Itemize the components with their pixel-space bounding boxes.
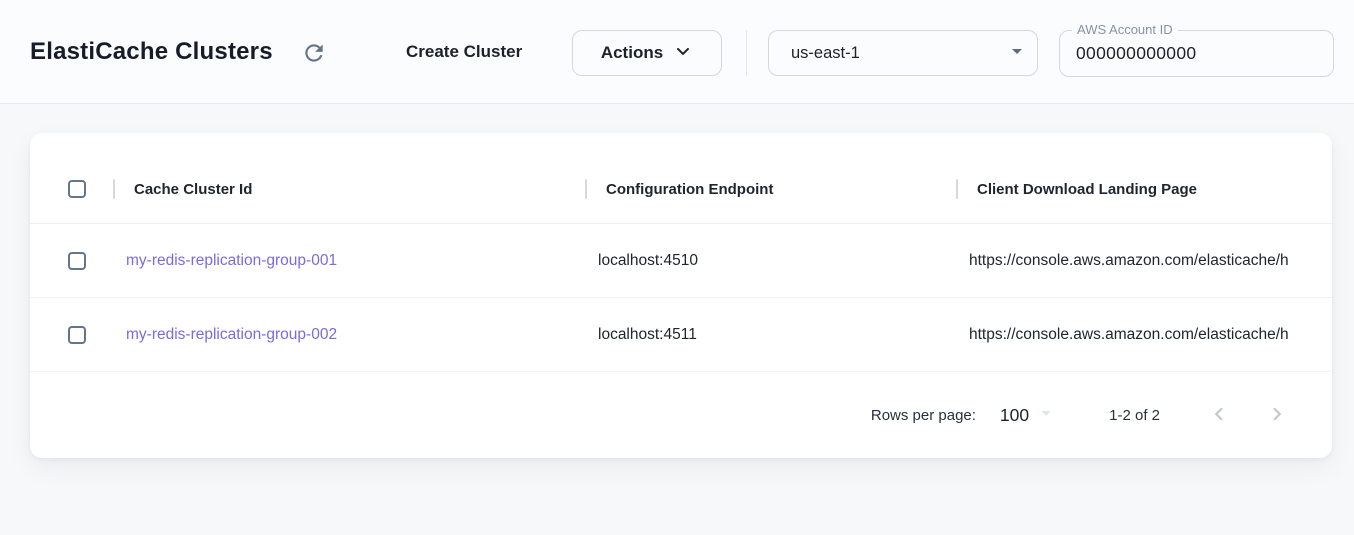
dropdown-arrow-icon [1029,402,1057,429]
rows-per-page-value: 100 [999,404,1030,425]
column-header-label: Cache Cluster Id [134,180,253,198]
chevron-left-icon [1206,401,1232,430]
column-separator [113,179,115,199]
rows-per-page-label: Rows per page: [870,406,976,424]
pagination-range: 1-2 of 2 [1109,406,1160,424]
create-cluster-button[interactable]: Create Cluster [406,0,522,104]
column-header-client-download-landing-page[interactable]: Client Download Landing Page [956,155,1332,223]
select-all-checkbox[interactable] [68,180,86,198]
cell-client-download-landing-page: https://console.aws.amazon.com/elasticac… [969,325,1289,343]
dropdown-arrow-icon [1005,39,1037,68]
cell-client-download-landing-page: https://console.aws.amazon.com/elasticac… [969,251,1289,269]
cell-configuration-endpoint: localhost:4510 [598,251,698,269]
refresh-button[interactable] [298,38,330,70]
column-header-label: Client Download Landing Page [977,180,1198,198]
row-checkbox[interactable] [68,325,86,344]
cluster-link[interactable]: my-redis-replication-group-002 [126,325,338,343]
actions-button[interactable]: Actions [572,30,722,76]
actions-button-label: Actions [600,43,664,62]
column-header-configuration-endpoint[interactable]: Configuration Endpoint [585,155,956,223]
cell-cache-cluster-id: my-redis-replication-group-002 [113,298,585,371]
cell-cache-cluster-id: my-redis-replication-group-001 [113,224,585,297]
region-select[interactable]: us-east-1 [768,30,1038,76]
header-checkbox-cell [30,180,113,198]
row-checkbox[interactable] [68,251,86,270]
account-id-field: AWS Account ID [1059,22,1334,77]
rows-per-page-select[interactable]: 100 [1000,402,1057,429]
toolbar: ElastiCache Clusters Create Cluster Acti… [0,0,1354,104]
previous-page-button[interactable] [1204,400,1234,430]
chevron-right-icon [1264,401,1290,430]
row-checkbox-cell [30,325,113,344]
table-row[interactable]: my-redis-replication-group-001 localhost… [30,224,1332,298]
table-pagination: Rows per page: 100 1-2 of 2 [30,372,1332,458]
column-separator [956,179,958,199]
table-row[interactable]: my-redis-replication-group-002 localhost… [30,298,1332,372]
chevron-down-icon [673,41,693,66]
cell-configuration-endpoint: localhost:4511 [598,325,697,343]
account-id-label: AWS Account ID [1072,22,1178,37]
column-header-label: Configuration Endpoint [606,180,774,198]
cluster-link[interactable]: my-redis-replication-group-001 [126,251,338,269]
refresh-icon [301,40,327,69]
toolbar-divider [746,30,747,76]
column-header-cache-cluster-id[interactable]: Cache Cluster Id [113,155,585,223]
page-title: ElastiCache Clusters [30,38,273,65]
account-id-input[interactable] [1060,31,1333,76]
clusters-table-card: Cache Cluster Id Configuration Endpoint … [30,133,1332,458]
row-checkbox-cell [30,251,113,270]
table-header-row: Cache Cluster Id Configuration Endpoint … [30,133,1332,224]
next-page-button[interactable] [1262,400,1292,430]
region-select-value: us-east-1 [791,43,860,62]
column-separator [585,179,587,199]
